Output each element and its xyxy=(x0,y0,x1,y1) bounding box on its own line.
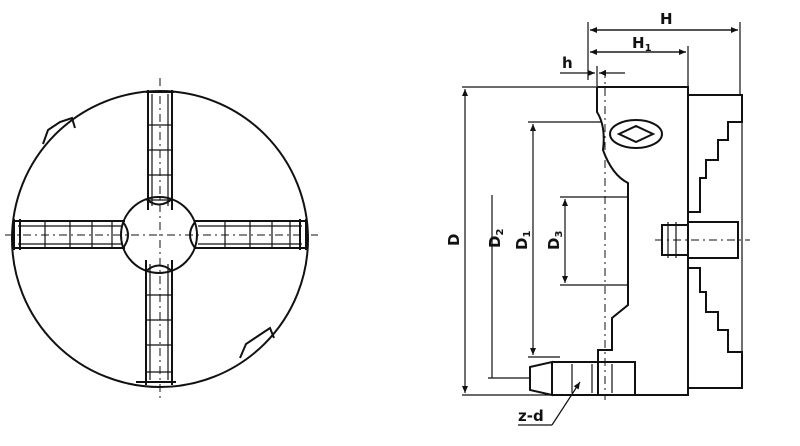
label-D2: D2 xyxy=(486,229,506,248)
radial-screw xyxy=(655,221,750,259)
label-H1: H1 xyxy=(632,34,652,54)
leader-z-d xyxy=(518,381,581,426)
label-H: H xyxy=(660,10,673,28)
label-D3: D3 xyxy=(545,231,565,250)
jaw-screw-bottom xyxy=(529,360,636,397)
side-view xyxy=(462,22,750,426)
bore-jaw-notches xyxy=(122,198,196,272)
dimension-h xyxy=(560,66,625,86)
jaw-slot-right xyxy=(195,219,307,250)
rear-flange xyxy=(688,94,743,389)
rim-bump-lower-right xyxy=(239,326,275,359)
bore-lines xyxy=(560,196,628,286)
front-view xyxy=(5,78,318,398)
dimension-D1 xyxy=(528,121,602,358)
jaw-slot-top xyxy=(146,90,174,210)
dimension-H xyxy=(587,22,741,95)
diamond-mark-icon xyxy=(609,119,663,149)
label-h: h xyxy=(562,54,573,72)
dimension-D2 xyxy=(488,195,530,379)
jaw-slot-left xyxy=(13,219,125,250)
rim-bump-upper-left xyxy=(42,116,76,145)
jaw-slot-bottom xyxy=(136,260,176,385)
label-D: D xyxy=(445,234,463,246)
front-face-profile xyxy=(596,87,629,395)
dimension-H1 xyxy=(590,46,689,87)
dimension-D xyxy=(462,86,598,396)
label-z-d: z-d xyxy=(518,407,544,425)
label-D1: D1 xyxy=(513,231,533,250)
central-bore xyxy=(120,196,198,274)
